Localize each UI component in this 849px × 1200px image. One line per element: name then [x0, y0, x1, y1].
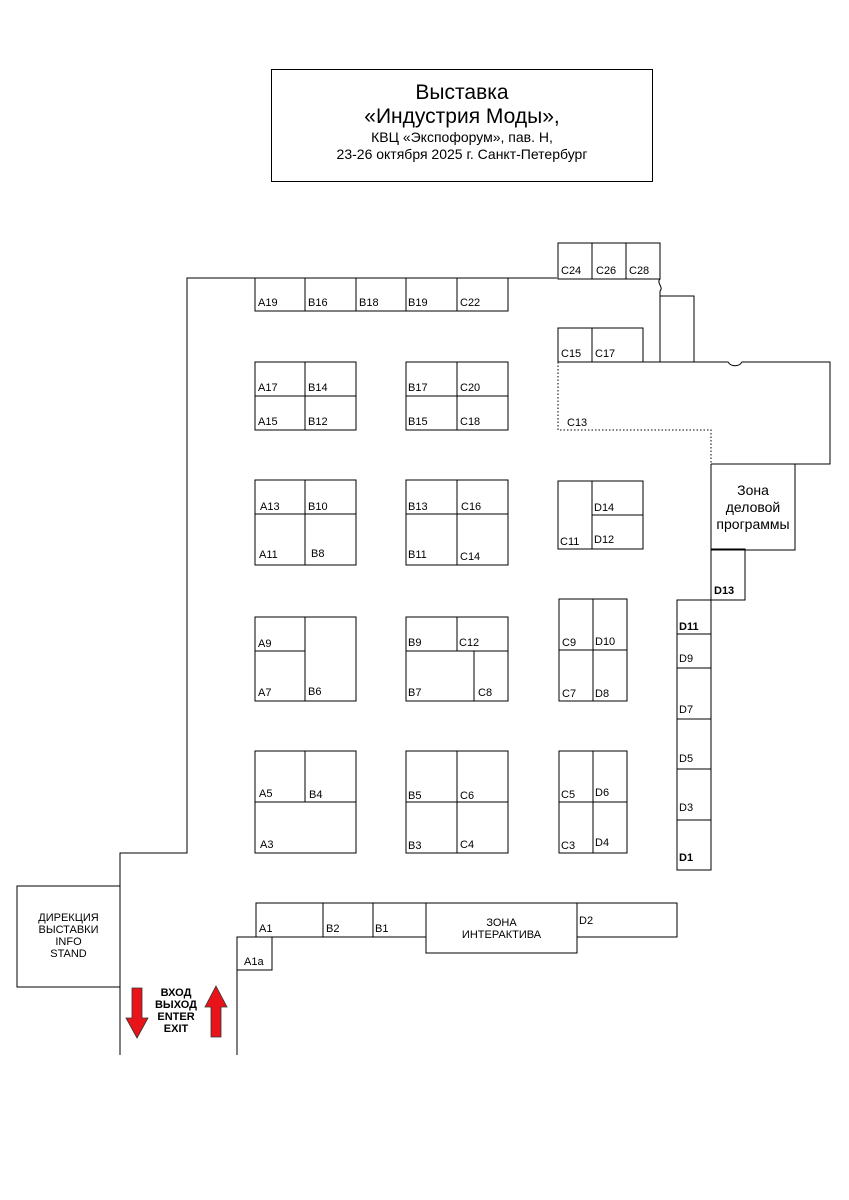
hall-wall-wave [658, 278, 662, 296]
stand-d5[interactable]: D5 [679, 753, 694, 765]
business-program-zone[interactable]: Зона деловой программы [711, 482, 795, 533]
directorate-outline [16, 885, 121, 988]
hall-wall-right [558, 361, 831, 465]
stand-b18[interactable]: B18 [359, 297, 379, 309]
stand-b6[interactable]: B6 [308, 686, 322, 698]
stand-a7[interactable]: A7 [258, 687, 272, 699]
stand-b19[interactable]: B19 [408, 297, 428, 309]
stand-b11[interactable]: B11 [408, 549, 427, 561]
directorate-info-stand[interactable]: ДИРЕКЦИЯ ВЫСТАВКИ INFO STAND [17, 912, 120, 960]
stand-d1[interactable]: D1 [679, 852, 694, 864]
business-zone-line-1: Зона [737, 482, 769, 498]
stand-c14[interactable]: C14 [460, 551, 481, 563]
stand-d7[interactable]: D7 [679, 704, 694, 716]
stand-c26[interactable]: C26 [596, 265, 617, 277]
stand-c9[interactable]: C9 [562, 637, 577, 649]
stand-c13[interactable]: C13 [567, 417, 588, 429]
stand-b15[interactable]: B15 [408, 416, 428, 428]
stand-c16[interactable]: C16 [461, 501, 482, 513]
stand-c13-outline [557, 362, 712, 464]
business-zone-outline [710, 464, 796, 551]
stand-b10[interactable]: B10 [308, 501, 328, 513]
stand-c28[interactable]: C28 [629, 265, 650, 277]
arrow-up-icon [204, 985, 228, 1038]
interactive-zone-line-1: ЗОНА [486, 917, 517, 929]
stand-c24[interactable]: C24 [561, 265, 582, 277]
title-line-2: «Индустрия Моды», [364, 105, 560, 128]
stand-b2[interactable]: B2 [326, 923, 340, 935]
stand-b17[interactable]: B17 [408, 382, 428, 394]
stand-a3[interactable]: A3 [260, 839, 274, 851]
stand-c4[interactable]: C4 [460, 839, 475, 851]
title-line-3: КВЦ «Экспофорум», пав. Н, [371, 129, 553, 145]
stand-c11[interactable]: C11 [560, 536, 580, 548]
stand-b9[interactable]: B9 [408, 637, 422, 649]
stand-c6[interactable]: C6 [460, 790, 475, 802]
business-zone-line-2: деловой [725, 499, 781, 515]
stand-a17[interactable]: A17 [258, 382, 278, 394]
entrance-exit-label: ВХОД ВЫХОД ENTER EXIT [148, 987, 204, 1035]
stand-a11[interactable]: A11 [259, 549, 278, 561]
stand-d10[interactable]: D10 [595, 636, 616, 648]
arrow-down-icon [125, 987, 149, 1039]
stand-b1[interactable]: B1 [375, 923, 389, 935]
stand-d6[interactable]: D6 [595, 787, 610, 799]
entrance-line-3: ENTER [157, 1011, 195, 1023]
directorate-line-1: ДИРЕКЦИЯ [38, 912, 99, 924]
stand-b7[interactable]: B7 [408, 687, 422, 699]
stand-c15[interactable]: C15 [561, 348, 582, 360]
stand-d12[interactable]: D12 [594, 534, 615, 546]
stand-a19[interactable]: A19 [258, 297, 278, 309]
stand-a5[interactable]: A5 [259, 788, 273, 800]
stand-c20[interactable]: C20 [460, 382, 481, 394]
interactive-zone[interactable]: ЗОНА ИНТЕРАКТИВА [426, 917, 577, 941]
stand-c17[interactable]: C17 [595, 348, 616, 360]
entrance-line-4: EXIT [163, 1023, 189, 1035]
stand-c22[interactable]: C22 [460, 297, 481, 309]
stand-a1[interactable]: A1 [259, 923, 273, 935]
entrance-line-2: ВЫХОД [154, 999, 197, 1011]
stand-d9[interactable]: D9 [679, 653, 694, 665]
title-line-4: 23-26 октября 2025 г. Санкт-Петербург [336, 146, 588, 162]
stand-d8[interactable]: D8 [595, 688, 610, 700]
entrance-line-1: ВХОД [160, 987, 192, 999]
stand-b16[interactable]: B16 [308, 297, 328, 309]
stand-b14[interactable]: B14 [308, 382, 328, 394]
stand-d13[interactable]: D13 [714, 585, 735, 597]
stand-c18[interactable]: C18 [460, 416, 481, 428]
stand-c5[interactable]: C5 [561, 789, 576, 801]
stand-c7[interactable]: C7 [562, 688, 577, 700]
stand-d4[interactable]: D4 [595, 837, 610, 849]
stand-a13[interactable]: A13 [260, 501, 280, 513]
directorate-line-4: STAND [50, 948, 87, 960]
stand-d11[interactable]: D11 [679, 621, 699, 633]
stand-d3[interactable]: D3 [679, 802, 694, 814]
stand-a1a[interactable]: A1a [244, 956, 264, 968]
title-line-1: Выставка [415, 81, 509, 104]
stand-b5[interactable]: B5 [408, 790, 422, 802]
interactive-zone-line-2: ИНТЕРАКТИВА [461, 929, 542, 941]
stand-b8[interactable]: B8 [311, 548, 325, 560]
directorate-line-2: ВЫСТАВКИ [38, 924, 99, 936]
stand-d14[interactable]: D14 [594, 502, 615, 514]
stand-a15[interactable]: A15 [258, 416, 278, 428]
stand-d2[interactable]: D2 [579, 915, 594, 927]
stand-a9[interactable]: A9 [258, 638, 272, 650]
stand-outline [557, 242, 661, 280]
title-box: Выставка «Индустрия Моды», КВЦ «Экспофор… [271, 69, 653, 182]
directorate-line-3: INFO [55, 936, 82, 948]
stand-b4[interactable]: B4 [309, 789, 323, 801]
stand-b3[interactable]: B3 [408, 840, 422, 852]
stand-b13[interactable]: B13 [408, 501, 428, 513]
stand-c3[interactable]: C3 [561, 840, 576, 852]
business-zone-line-3: программы [716, 516, 790, 532]
stand-c8[interactable]: C8 [478, 687, 493, 699]
stand-b12[interactable]: B12 [308, 416, 328, 428]
stand-c12[interactable]: C12 [459, 637, 480, 649]
